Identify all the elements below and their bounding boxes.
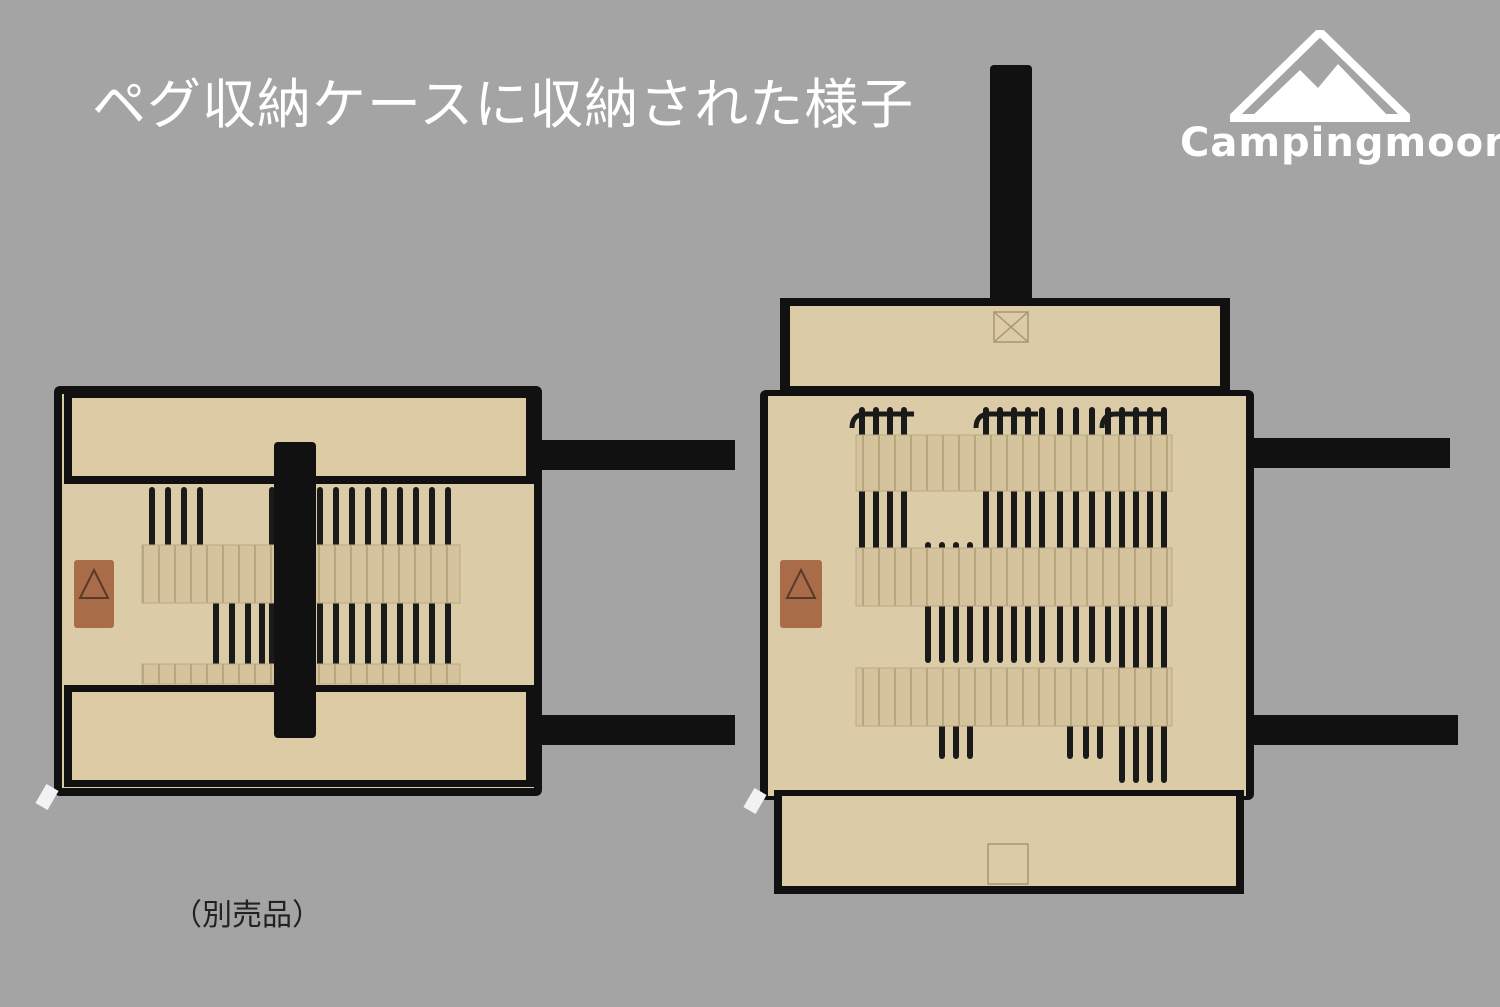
center-strap — [274, 442, 316, 738]
strap — [530, 440, 735, 470]
leather-label — [74, 560, 114, 628]
caption-sold-separately: （別売品） — [172, 898, 322, 933]
leather-label — [780, 560, 822, 628]
strap — [1248, 438, 1450, 468]
right-peg-case — [743, 65, 1458, 894]
mountain-triangle-icon — [1230, 30, 1410, 122]
headline: ペグ収納ケースに収納された様子 — [92, 73, 915, 136]
strap — [530, 715, 735, 745]
hanging-strap — [990, 65, 1032, 315]
brand-name: Campingmoon — [1180, 120, 1500, 166]
brand-logo: Campingmoon — [1170, 30, 1500, 180]
left-peg-case — [35, 386, 735, 811]
strap — [1248, 715, 1458, 745]
